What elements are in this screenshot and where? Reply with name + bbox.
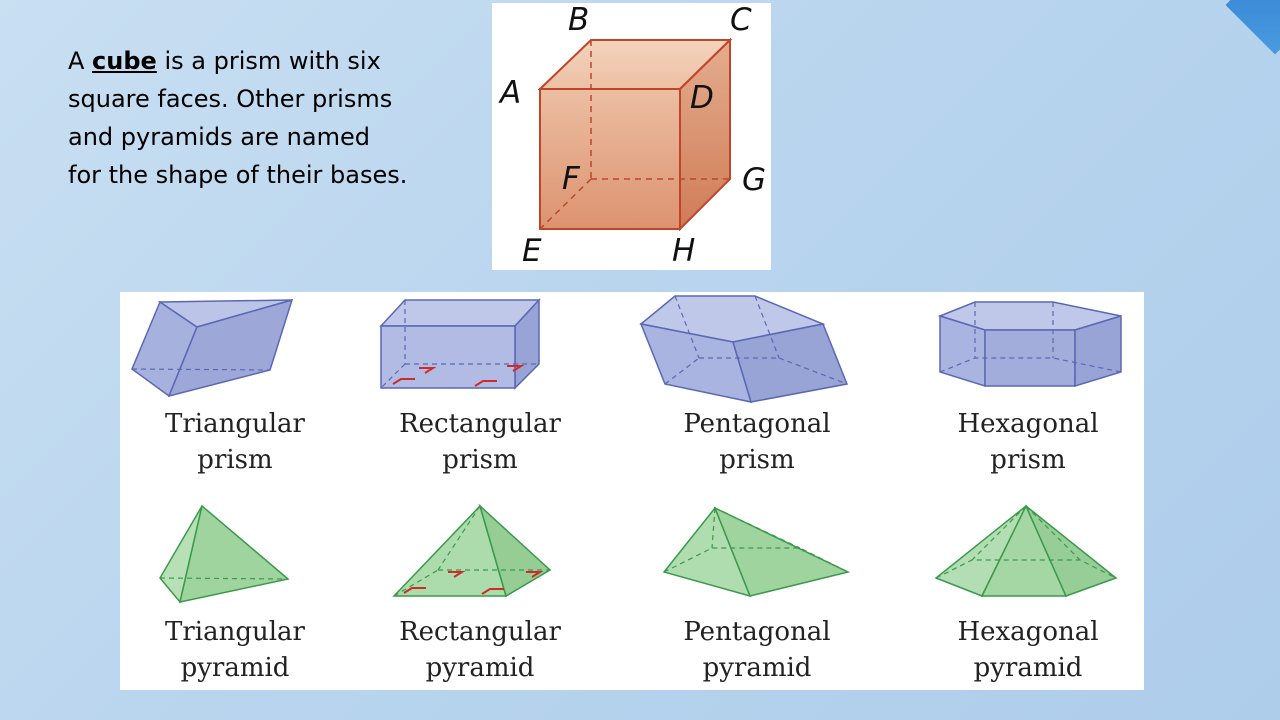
cube-term: cube	[92, 47, 157, 75]
label-line-1: Hexagonal	[957, 409, 1099, 439]
vertex-label-g: G	[742, 162, 767, 198]
label-line-1: Triangular	[165, 617, 305, 647]
solids-panel: Triangular prism Rectangular prism Penta…	[120, 292, 1144, 690]
pyramid-label: Triangular pyramid	[120, 614, 350, 686]
prism-label: Pentagonal prism	[642, 406, 872, 478]
triangular-prism-icon	[131, 298, 294, 398]
cube-front-face	[539, 88, 681, 230]
label-line-2: pyramid	[702, 653, 812, 683]
triangular-pyramid-icon	[159, 504, 290, 604]
rectangular-pyramid-icon	[392, 503, 552, 598]
cube-hidden-edge	[539, 178, 592, 230]
label-line-2: prism	[197, 445, 273, 475]
label-line-1: Rectangular	[399, 409, 561, 439]
hexagonal-pyramid-icon	[934, 504, 1118, 597]
label-line-1: Pentagonal	[683, 617, 831, 647]
vertex-label-b: B	[568, 2, 590, 38]
label-line-2: pyramid	[180, 653, 290, 683]
label-line-2: prism	[442, 445, 518, 475]
cube-figure: B C A D F G E H	[492, 3, 771, 270]
vertex-label-h: H	[672, 233, 696, 269]
label-line-2: prism	[990, 445, 1066, 475]
label-line-1: Triangular	[165, 409, 305, 439]
cube-drawing	[537, 37, 733, 232]
rectangular-prism-icon	[379, 298, 541, 390]
hexagonal-prism-icon	[937, 301, 1122, 388]
pyramid-label: Hexagonal pyramid	[913, 614, 1143, 686]
label-line-2: prism	[719, 445, 795, 475]
prism-label: Triangular prism	[120, 406, 350, 478]
pentagonal-pyramid-icon	[662, 506, 851, 598]
vertex-label-c: C	[730, 2, 752, 38]
label-line-2: pyramid	[973, 653, 1083, 683]
prism-label: Rectangular prism	[365, 406, 595, 478]
label-line-1: Rectangular	[399, 617, 561, 647]
label-line-2: pyramid	[425, 653, 535, 683]
corner-accent	[1225, 0, 1280, 55]
intro-before: A	[68, 47, 93, 75]
intro-after: is a prism with six square faces. Other …	[68, 47, 408, 189]
label-line-1: Pentagonal	[683, 409, 831, 439]
vertex-label-f: F	[562, 161, 580, 197]
pyramid-label: Rectangular pyramid	[365, 614, 595, 686]
pyramid-label: Pentagonal pyramid	[642, 614, 872, 686]
intro-text: A cube is a prism with six square faces.…	[68, 42, 408, 194]
vertex-label-a: A	[500, 75, 522, 111]
label-line-1: Hexagonal	[957, 617, 1099, 647]
vertex-label-d: D	[690, 80, 714, 116]
prism-label: Hexagonal prism	[913, 406, 1143, 478]
pentagonal-prism-icon	[639, 295, 849, 403]
vertex-label-e: E	[522, 233, 542, 269]
